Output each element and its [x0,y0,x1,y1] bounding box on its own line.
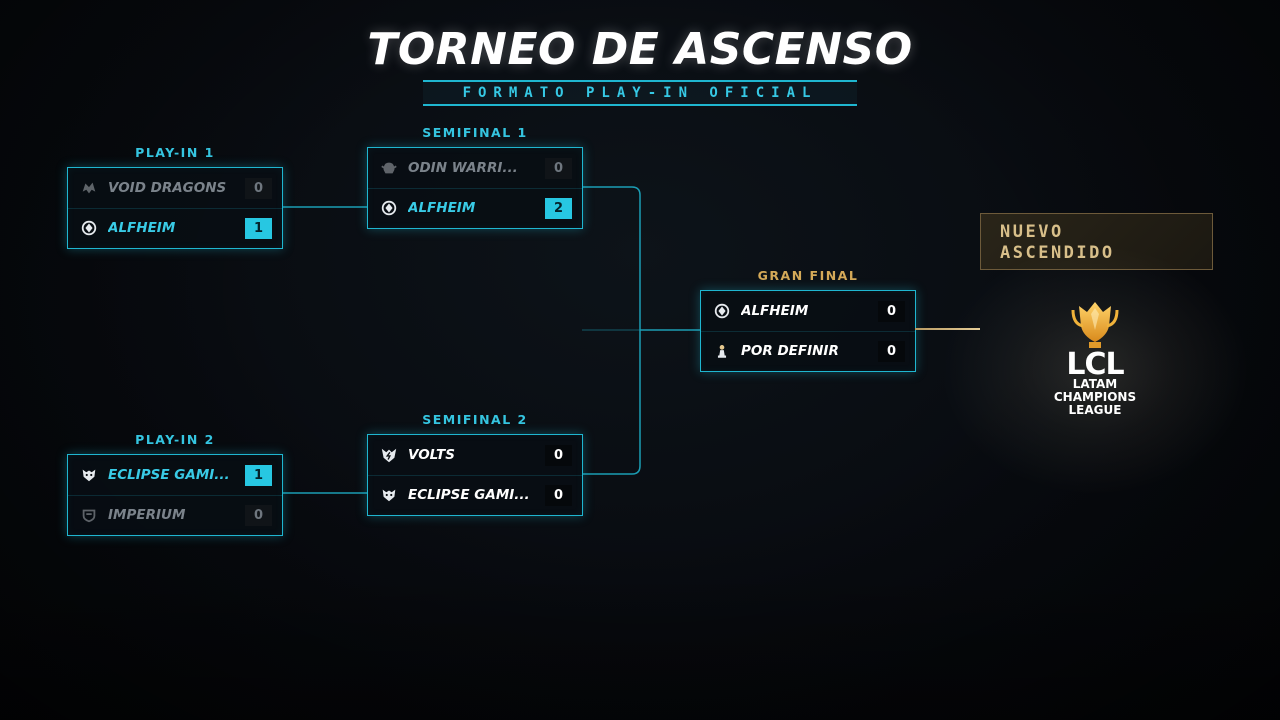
round-label-semi2: SEMIFINAL 2 [422,412,528,427]
promotion-text: NUEVO ASCENDIDO [1000,222,1115,263]
volts-wolf-icon [380,446,398,464]
team-score: 0 [545,444,572,466]
background-shade [0,570,1280,720]
team-score: 0 [878,300,905,322]
league-line3: LEAGUE [1068,403,1122,417]
connector-final-promotion [915,328,980,330]
odin-helmet-icon [380,159,398,177]
match-final[interactable]: ALFHEIM 0 POR DEFINIR 0 [700,290,916,372]
team-row[interactable]: POR DEFINIR 0 [701,331,915,371]
team-row[interactable]: ALFHEIM 1 [68,208,282,248]
match-semi1[interactable]: ODIN WARRI... 0 ALFHEIM 2 [367,147,583,229]
team-row[interactable]: ECLIPSE GAMI... 0 [368,475,582,515]
match-playin2[interactable]: ECLIPSE GAMI... 1 IMPERIUM 0 [67,454,283,536]
round-label-semi1: SEMIFINAL 1 [422,125,528,140]
team-name: ALFHEIM [408,200,476,216]
match-playin1[interactable]: VOID DRAGONS 0 ALFHEIM 1 [67,167,283,249]
round-label-playin1: PLAY-IN 1 [135,145,215,160]
team-score: 0 [545,484,572,506]
team-row[interactable]: ODIN WARRI... 0 [368,148,582,189]
team-name: ALFHEIM [108,220,176,236]
team-row[interactable]: VOID DRAGONS 0 [68,168,282,209]
team-name: ALFHEIM [741,303,809,319]
eclipse-wolf-icon [80,466,98,484]
league-abbr: LCL [1066,347,1124,382]
team-score: 0 [245,177,272,199]
team-score: 0 [545,157,572,179]
alfheim-crest-icon [380,199,398,217]
imperium-crest-icon [80,506,98,524]
team-score: 0 [245,504,272,526]
team-row[interactable]: IMPERIUM 0 [68,495,282,535]
trophy-icon [1067,300,1123,350]
team-name: ODIN WARRI... [408,160,518,176]
team-row[interactable]: ECLIPSE GAMI... 1 [68,455,282,496]
connector-semis-final [582,186,641,475]
round-label-playin2: PLAY-IN 2 [135,432,215,447]
team-name: VOID DRAGONS [108,180,227,196]
league-logo: LCL LATAM CHAMPIONS LEAGUE [1025,300,1165,430]
chess-pawn-icon [713,342,731,360]
league-line1: LATAM [1072,377,1118,391]
team-score: 0 [878,340,905,362]
team-row[interactable]: ALFHEIM 0 [701,291,915,332]
team-score: 2 [545,197,572,219]
page-subtitle: FORMATO PLAY-IN OFICIAL [462,85,818,101]
page-title: TORNEO DE ASCENSO [367,24,913,75]
subtitle-banner: FORMATO PLAY-IN OFICIAL [423,80,857,106]
alfheim-crest-icon [80,219,98,237]
team-name: ECLIPSE GAMI... [408,487,530,503]
league-line2: CHAMPIONS [1053,390,1137,404]
team-name: ECLIPSE GAMI... [108,467,230,483]
promotion-badge: NUEVO ASCENDIDO [980,213,1213,270]
team-name: IMPERIUM [108,507,186,523]
team-name: POR DEFINIR [741,343,839,359]
round-label-final: GRAN FINAL [757,268,859,283]
team-name: VOLTS [408,447,455,463]
team-row[interactable]: VOLTS 0 [368,435,582,476]
alfheim-crest-icon [713,302,731,320]
dragon-icon [80,179,98,197]
eclipse-wolf-icon [380,486,398,504]
team-row[interactable]: ALFHEIM 2 [368,188,582,228]
team-score: 1 [245,464,272,486]
team-score: 1 [245,217,272,239]
match-semi2[interactable]: VOLTS 0 ECLIPSE GAMI... 0 [367,434,583,516]
